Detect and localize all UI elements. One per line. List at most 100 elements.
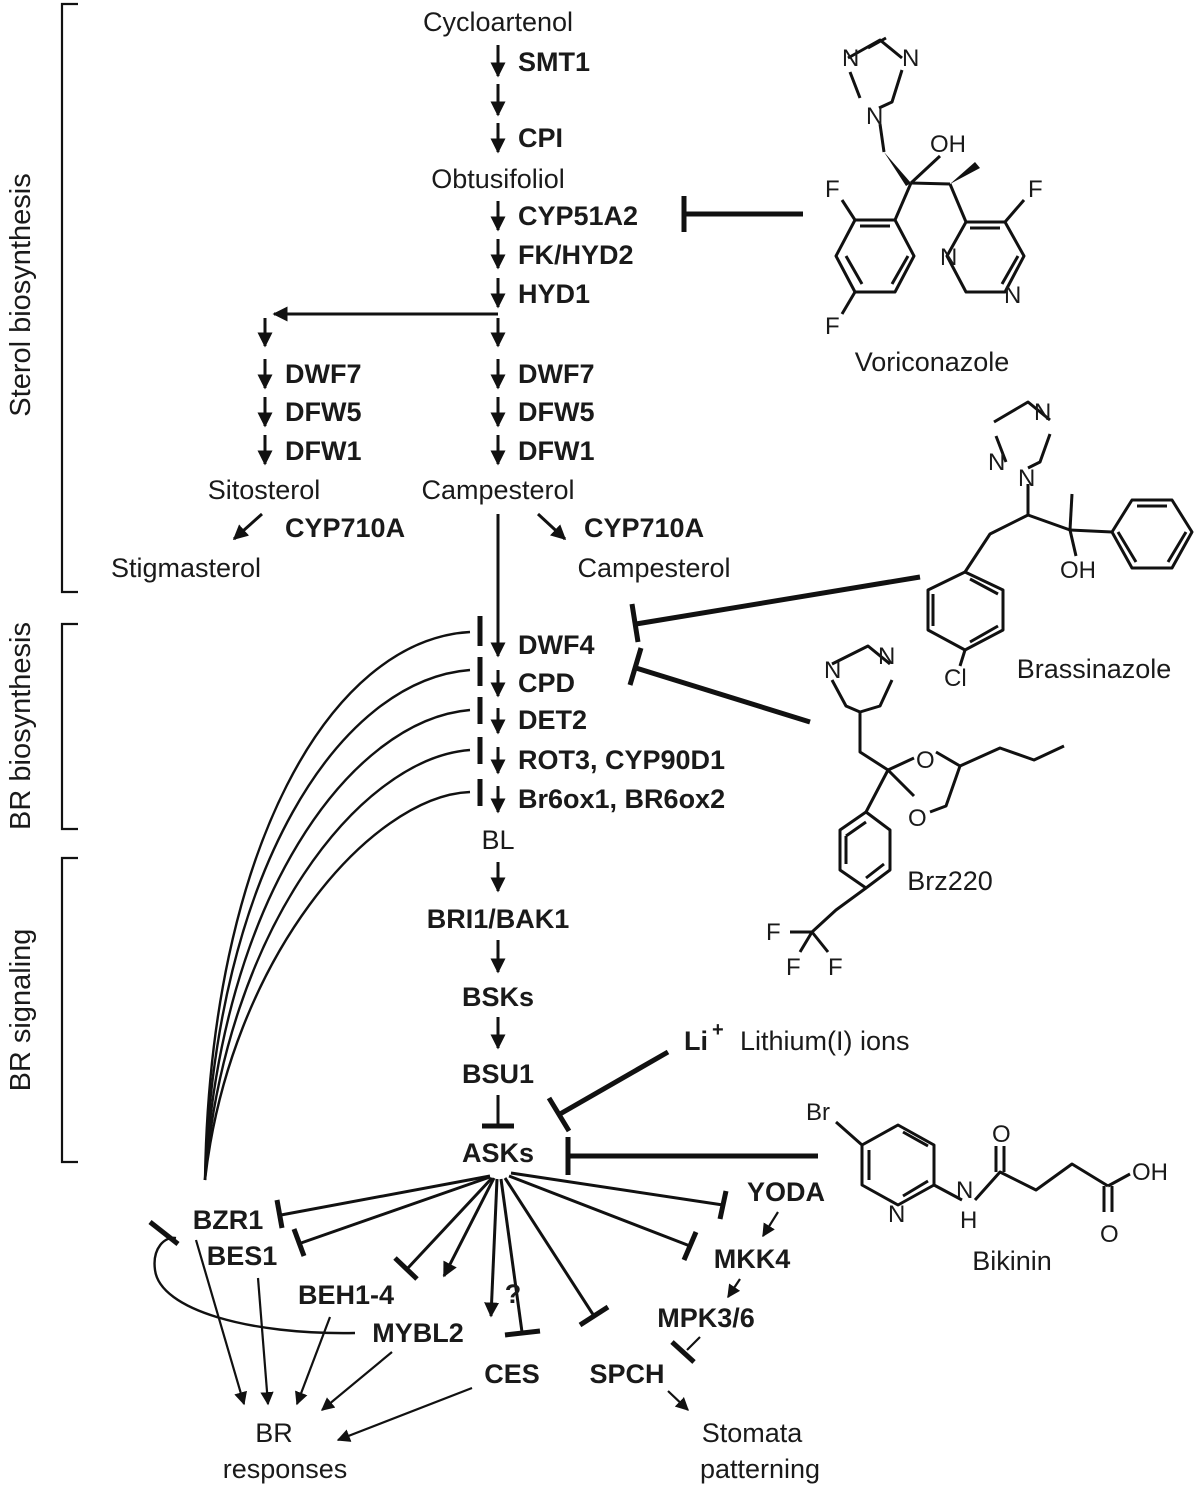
enzyme-br6ox: Br6ox1, BR6ox2 xyxy=(518,784,725,814)
wedge-bond xyxy=(884,152,911,186)
inhibitor-brz220-label: Brz220 xyxy=(907,866,993,896)
atom-n: N xyxy=(866,103,883,130)
br-sig-bracket xyxy=(60,856,78,1164)
atom-n: N xyxy=(824,657,841,684)
voriconazole-structure: N N N OH F F F N N Voriconazole xyxy=(825,36,1043,377)
node-yoda: YODA xyxy=(747,1177,825,1207)
pyridine-ring xyxy=(860,1123,936,1207)
aromatic-bonds xyxy=(931,577,999,644)
li-charge: + xyxy=(712,1019,724,1041)
inhibition-bar xyxy=(393,1256,419,1281)
br-responses-label-line1: BR xyxy=(255,1418,293,1448)
atom-f: F xyxy=(1028,176,1043,203)
metabolite-campesterol-product: Campesterol xyxy=(577,553,730,583)
bond xyxy=(835,1120,863,1147)
aromatic-bonds xyxy=(1116,504,1188,563)
inhibition-bar xyxy=(546,1096,572,1133)
inhibition-line xyxy=(510,1171,724,1207)
bond xyxy=(1027,513,1071,532)
li-symbol: Li xyxy=(684,1026,708,1056)
carbonyl-bond xyxy=(1102,1186,1114,1212)
aromatic-bonds xyxy=(844,224,910,285)
inhibition-line xyxy=(405,1176,494,1271)
section-label-br-biosynthesis: BR biosynthesis xyxy=(5,622,37,830)
enzyme-cpi: CPI xyxy=(518,123,563,153)
arrow xyxy=(762,1211,779,1238)
arrow-to-stigmasterol xyxy=(232,512,263,541)
feedback-curve-dwf4 xyxy=(203,630,471,1181)
atom-n: N xyxy=(878,643,895,670)
inhibition-line xyxy=(686,1336,701,1351)
bond xyxy=(848,71,862,99)
bond xyxy=(1069,528,1113,534)
atom-cl: Cl xyxy=(944,665,967,692)
sterol-pathway: Cycloartenol SMT1 CPI Obtusifoliol CYP51… xyxy=(111,7,731,658)
enzyme-smt1: SMT1 xyxy=(518,47,590,77)
enzyme-dwf7-right: DWF7 xyxy=(518,359,595,389)
atom-o: O xyxy=(992,1121,1011,1148)
bond xyxy=(790,930,830,953)
aromatic-bonds xyxy=(844,820,885,880)
atom-oh: OH xyxy=(1132,1159,1168,1186)
atom-n: N xyxy=(842,45,859,72)
atom-n: N xyxy=(902,45,919,72)
mybl2-bzr1-loop xyxy=(153,1236,356,1335)
bond xyxy=(909,154,942,185)
aromatic-bonds xyxy=(867,1130,929,1198)
atom-n: N xyxy=(888,1201,905,1228)
bond xyxy=(840,199,857,221)
aromatic-bonds xyxy=(970,226,1020,285)
bond xyxy=(1068,529,1078,557)
metabolite-sitosterol: Sitosterol xyxy=(208,475,321,505)
enzyme-hyd1: HYD1 xyxy=(518,279,590,309)
inhibitor-voriconazole-label: Voriconazole xyxy=(855,347,1010,377)
bond xyxy=(893,182,913,221)
inhibition-line xyxy=(499,1178,524,1333)
br-responses-label-line2: responses xyxy=(223,1454,348,1484)
enzyme-dfw1-left: DFW1 xyxy=(285,436,362,466)
question-mark: ? xyxy=(505,1279,522,1309)
lithium-inhibitor: Li + Lithium(I) ions xyxy=(684,1019,910,1056)
inhibition-bar xyxy=(504,1328,541,1338)
inhibition-bar xyxy=(717,1190,729,1220)
bond xyxy=(1068,493,1074,531)
bond xyxy=(859,679,894,714)
arrow-to-stomata xyxy=(667,1390,689,1411)
br-signaling: BRI1/BAK1 BSKs BSU1 ASKs ? xyxy=(148,862,825,1484)
metabolite-bl: BL xyxy=(481,825,514,855)
section-brackets: Sterol biosynthesis BR biosynthesis BR s… xyxy=(5,2,78,1164)
bond xyxy=(1003,199,1026,223)
bond xyxy=(929,750,962,814)
bond xyxy=(948,183,968,223)
bond xyxy=(858,712,889,772)
lithium-inhibition-line xyxy=(558,1049,670,1117)
inhibitor-lines xyxy=(546,196,921,1175)
inhibitor-bikinin-label: Bikinin xyxy=(972,1246,1052,1276)
atom-n: N xyxy=(1004,282,1021,309)
bond xyxy=(993,400,1051,424)
enzyme-rot3-cyp90d1: ROT3, CYP90D1 xyxy=(518,745,725,775)
node-mybl2: MYBL2 xyxy=(372,1318,464,1348)
bond xyxy=(1027,433,1052,470)
lithium-ions-label: Lithium(I) ions xyxy=(740,1026,910,1056)
node-bsu1: BSU1 xyxy=(462,1059,534,1089)
bond xyxy=(959,744,1065,768)
enzyme-det2: DET2 xyxy=(518,705,587,735)
atom-oh: OH xyxy=(1060,557,1096,584)
enzyme-dwf7-left: DWF7 xyxy=(285,359,362,389)
bond xyxy=(963,513,1029,573)
brassinazole-structure: N N N OH Cl Brassinazole xyxy=(926,399,1194,692)
arrow-to-br-responses xyxy=(256,1277,274,1406)
atom-oh: OH xyxy=(930,131,966,158)
inhibition-bar xyxy=(681,1231,699,1261)
arrow-to-br-responses xyxy=(336,1386,473,1442)
enzyme-cyp710a-right: CYP710A xyxy=(584,513,704,543)
bond xyxy=(973,1162,1109,1201)
carbonyl-bond xyxy=(994,1146,1006,1172)
bond xyxy=(994,435,1008,463)
atom-o: O xyxy=(1100,1221,1119,1248)
node-mkk4: MKK4 xyxy=(714,1244,791,1274)
bond xyxy=(831,644,891,666)
feedback-curve-cpd xyxy=(203,668,471,1181)
